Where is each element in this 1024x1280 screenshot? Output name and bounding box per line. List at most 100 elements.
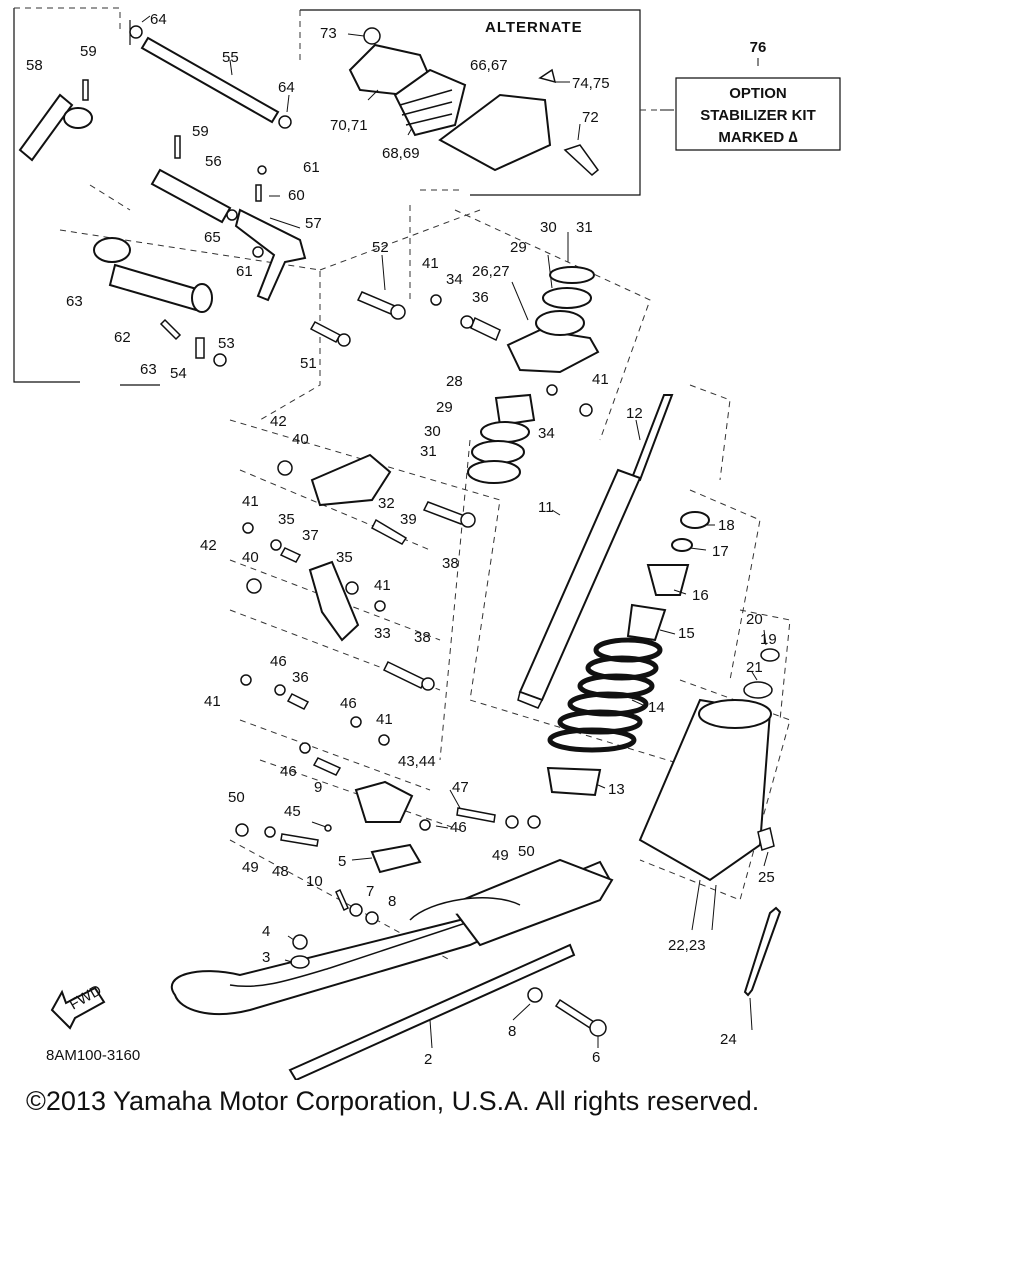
drawing-code: 8AM100-3160 xyxy=(46,1047,140,1064)
callout-26-27: 26,27 xyxy=(472,263,510,280)
leader-lines xyxy=(141,15,769,1049)
callout-36: 36 xyxy=(292,669,309,686)
callout-31: 31 xyxy=(576,219,593,236)
callout-4: 4 xyxy=(262,923,270,940)
callout-5: 5 xyxy=(338,853,346,870)
callout-22-23: 22,23 xyxy=(668,937,706,954)
option-line3: MARKED ∆ xyxy=(718,129,797,146)
callout-42: 42 xyxy=(270,413,287,430)
callout-57: 57 xyxy=(305,215,322,232)
callout-54: 54 xyxy=(170,365,187,382)
copyright-notice: ©2013 Yamaha Motor Corporation, U.S.A. A… xyxy=(26,1086,760,1116)
callout-41: 41 xyxy=(374,577,391,594)
callout-46: 46 xyxy=(280,763,297,780)
callout-14: 14 xyxy=(648,699,665,716)
callout-46: 46 xyxy=(450,819,467,836)
callout-12: 12 xyxy=(626,405,643,422)
callout-33: 33 xyxy=(374,625,391,642)
callout-53: 53 xyxy=(218,335,235,352)
callout-15: 15 xyxy=(678,625,695,642)
callout-60: 60 xyxy=(288,187,305,204)
callout-51: 51 xyxy=(300,355,317,372)
callout-74-75: 74,75 xyxy=(572,75,610,92)
callout-28: 28 xyxy=(446,373,463,390)
callout-24: 24 xyxy=(720,1031,737,1048)
callout-20: 20 xyxy=(746,611,763,628)
callout-17: 17 xyxy=(712,543,729,560)
callout-40: 40 xyxy=(242,549,259,566)
ski xyxy=(170,858,782,1080)
callout-34: 34 xyxy=(446,271,463,288)
callout-35: 35 xyxy=(278,511,295,528)
alternate-label: ALTERNATE xyxy=(485,19,583,36)
callout-73: 73 xyxy=(320,25,337,42)
callout-2: 2 xyxy=(424,1051,432,1068)
callout-6: 6 xyxy=(592,1049,600,1066)
callout-47: 47 xyxy=(452,779,469,796)
callout-41: 41 xyxy=(242,493,259,510)
callout-49: 49 xyxy=(242,859,259,876)
callout-64: 64 xyxy=(150,11,167,28)
callout-30: 30 xyxy=(540,219,557,236)
callout-34: 34 xyxy=(538,425,555,442)
callout-7: 7 xyxy=(366,883,374,900)
callout-18: 18 xyxy=(718,517,735,534)
callout-43-44: 43,44 xyxy=(398,753,436,770)
callout-41: 41 xyxy=(204,693,221,710)
callout-59: 59 xyxy=(80,43,97,60)
callout-30: 30 xyxy=(424,423,441,440)
spring xyxy=(547,637,663,753)
upper-shock-mount xyxy=(430,266,600,484)
callout-59: 59 xyxy=(192,123,209,140)
option-stabilizer-box: 76 OPTION STABILIZER KIT MARKED ∆ xyxy=(660,39,841,151)
callout-55: 55 xyxy=(222,49,239,66)
callout-50: 50 xyxy=(518,843,535,860)
callout-38: 38 xyxy=(442,555,459,572)
callout-36: 36 xyxy=(472,289,489,306)
callout-72: 72 xyxy=(582,109,599,126)
option-number: 76 xyxy=(750,39,767,56)
callout-50: 50 xyxy=(228,789,245,806)
callout-40: 40 xyxy=(292,431,309,448)
callout-19: 19 xyxy=(760,631,777,648)
callout-61: 61 xyxy=(236,263,253,280)
callout-35: 35 xyxy=(336,549,353,566)
callout-68-69: 68,69 xyxy=(382,145,420,162)
callout-49: 49 xyxy=(492,847,509,864)
callout-62: 62 xyxy=(114,329,131,346)
callout-11: 11 xyxy=(538,499,554,516)
callout-32: 32 xyxy=(378,495,395,512)
callout-13: 13 xyxy=(608,781,625,798)
steering-linkage-parts xyxy=(18,25,406,367)
callout-56: 56 xyxy=(205,153,222,170)
callout-29: 29 xyxy=(436,399,453,416)
callout-66-67: 66,67 xyxy=(470,57,508,74)
callout-41: 41 xyxy=(592,371,609,388)
callout-63: 63 xyxy=(140,361,157,378)
callout-21: 21 xyxy=(746,659,763,676)
option-line1: OPTION xyxy=(729,85,787,102)
callout-65: 65 xyxy=(204,229,221,246)
callout-58: 58 xyxy=(26,57,43,74)
callout-46: 46 xyxy=(270,653,287,670)
callout-41: 41 xyxy=(422,255,439,272)
callout-46: 46 xyxy=(340,695,357,712)
callout-31: 31 xyxy=(420,443,437,460)
callout-61: 61 xyxy=(303,159,320,176)
callout-8: 8 xyxy=(388,893,396,910)
callout-45: 45 xyxy=(284,803,301,820)
callout-8: 8 xyxy=(508,1023,516,1040)
alternate-parts xyxy=(348,27,600,176)
part-callouts: 58 59 64 55 64 73 66,67 74,75 70,71 68,6… xyxy=(26,11,777,1068)
callout-25: 25 xyxy=(758,869,775,886)
callout-10: 10 xyxy=(306,873,323,890)
option-line2: STABILIZER KIT xyxy=(700,107,816,124)
callout-48: 48 xyxy=(272,863,289,880)
callout-29: 29 xyxy=(510,239,527,256)
callout-63: 63 xyxy=(66,293,83,310)
callout-16: 16 xyxy=(692,587,709,604)
callout-3: 3 xyxy=(262,949,270,966)
callout-41: 41 xyxy=(376,711,393,728)
linkage-arms xyxy=(235,453,541,925)
callout-37: 37 xyxy=(302,527,319,544)
